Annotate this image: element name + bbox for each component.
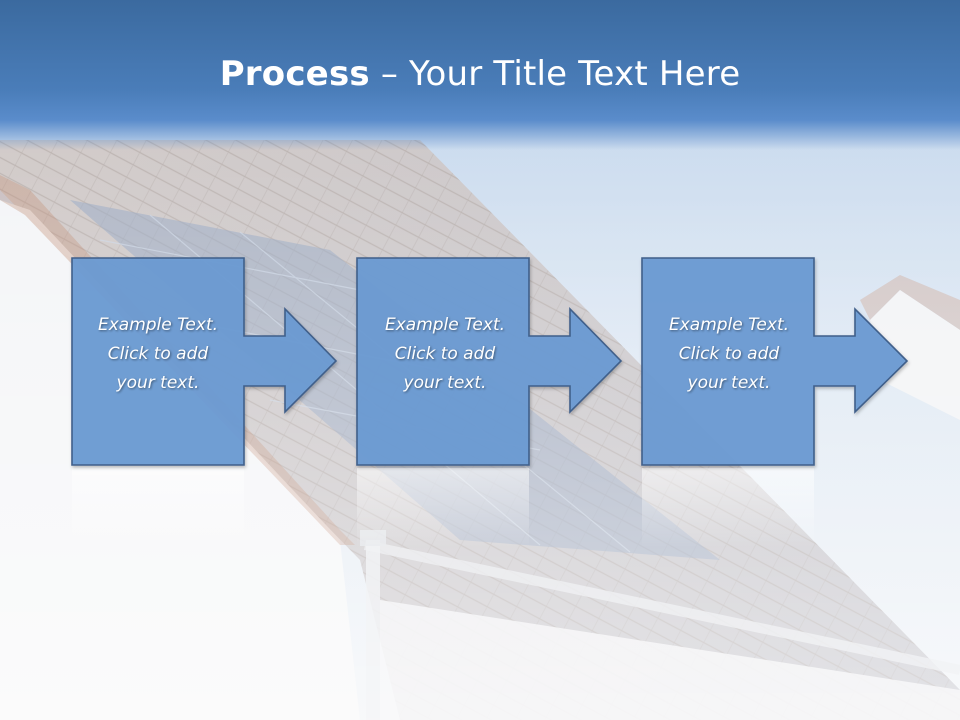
title-bold: Process	[219, 54, 370, 94]
title-bar	[0, 0, 960, 150]
step-1-text[interactable]: Example Text. Click to add your text.	[72, 311, 244, 398]
step-2-text[interactable]: Example Text. Click to add your text.	[359, 311, 531, 398]
process-arrow-2	[356, 257, 623, 466]
step-3-text[interactable]: Example Text. Click to add your text.	[643, 311, 815, 398]
step-3-line-2: Click to add	[678, 344, 780, 364]
reflection-1	[72, 468, 244, 548]
title-rest: – Your Title Text Here	[369, 54, 741, 94]
reflection-2	[357, 468, 529, 548]
process-step-1[interactable]	[71, 257, 338, 466]
process-arrow-3	[641, 257, 909, 466]
step-3-line-1: Example Text.	[668, 315, 790, 335]
step-2-line-3: your text.	[403, 373, 487, 393]
step-1-line-2: Click to add	[107, 344, 209, 364]
process-step-2[interactable]	[356, 257, 623, 466]
page-title[interactable]: Process – Your Title Text Here	[0, 52, 960, 96]
step-3-line-3: your text.	[687, 373, 771, 393]
process-step-3[interactable]	[641, 257, 909, 466]
step-1-line-1: Example Text.	[97, 315, 219, 335]
step-2-line-2: Click to add	[394, 344, 496, 364]
reflection-3	[642, 468, 814, 548]
step-1-line-3: your text.	[116, 373, 200, 393]
process-arrow-1	[71, 257, 338, 466]
step-2-line-1: Example Text.	[384, 315, 506, 335]
